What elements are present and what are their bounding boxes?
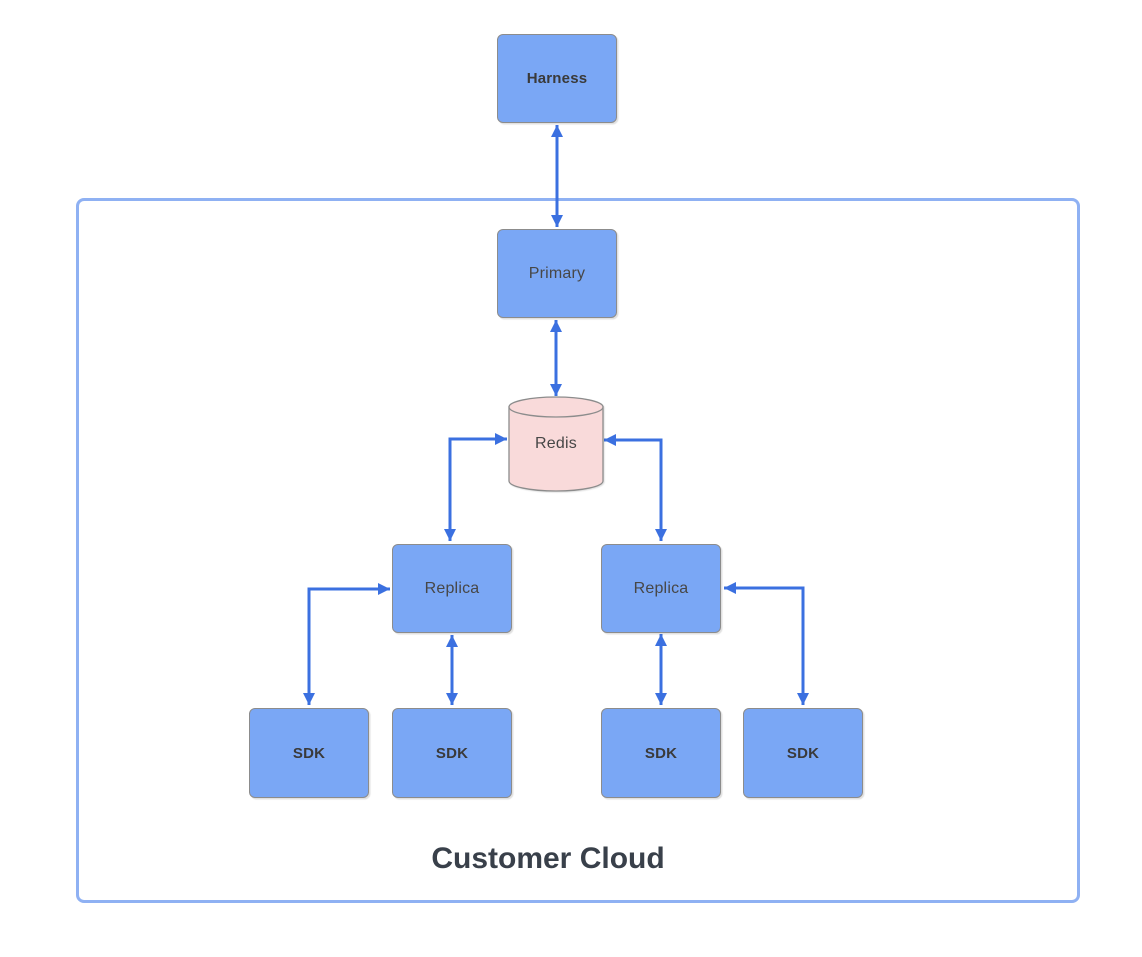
redis-cylinder-shape [508,396,604,492]
edge-replica-left-sdk1 [303,583,390,705]
edge-redis-replica-right [604,434,667,541]
node-harness: Harness [497,34,617,123]
edge-replica-right-sdk4 [724,582,809,705]
node-replica-left: Replica [392,544,512,633]
node-sdk-3-label: SDK [644,744,678,762]
customer-cloud-boundary [76,198,1080,903]
node-primary-label: Primary [528,264,586,282]
edge-redis-replica-left [444,433,507,541]
node-sdk-1: SDK [249,708,369,798]
node-primary: Primary [497,229,617,318]
node-sdk-1-label: SDK [292,744,326,762]
node-sdk-3: SDK [601,708,721,798]
node-sdk-4-label: SDK [786,744,820,762]
node-sdk-2-label: SDK [435,744,469,762]
node-sdk-2: SDK [392,708,512,798]
node-replica-right: Replica [601,544,721,633]
node-harness-label: Harness [526,70,588,87]
node-sdk-4: SDK [743,708,863,798]
node-replica-left-label: Replica [424,579,480,597]
node-replica-right-label: Replica [633,579,689,597]
customer-cloud-label: Customer Cloud [431,842,665,875]
